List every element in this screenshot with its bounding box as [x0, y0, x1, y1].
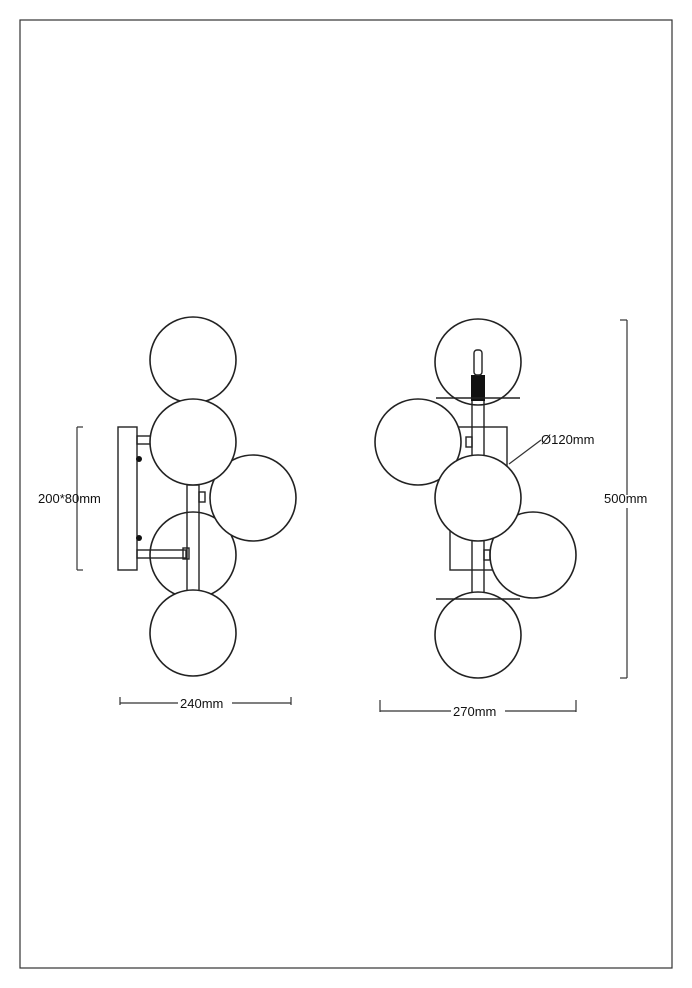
side-width-dimension [119, 697, 292, 705]
globe-center [434, 454, 522, 542]
front-height-dimension [620, 319, 628, 679]
side-joint [198, 491, 206, 503]
drawing-frame [19, 19, 673, 969]
joint [483, 549, 491, 561]
side-height-dimension [76, 426, 83, 571]
globe-bottom [434, 591, 522, 679]
globe-top [149, 316, 237, 404]
globe-bottom [149, 589, 237, 677]
lower-arm [136, 549, 187, 559]
joint [465, 436, 473, 448]
globe-upper [149, 398, 237, 486]
globe-diameter-label: Ø120mm [541, 432, 594, 447]
side-width-label: 240mm [180, 696, 223, 711]
globe-left [374, 398, 462, 486]
front-view [374, 318, 577, 679]
front-width-dimension [379, 700, 577, 712]
side-view [117, 316, 297, 677]
bulb-socket [471, 375, 485, 401]
backplate [117, 426, 138, 571]
height-label: 500mm [604, 491, 647, 506]
upper-arm [136, 435, 152, 445]
screw [136, 535, 142, 541]
screw [136, 456, 142, 462]
arm-joint [182, 547, 190, 560]
bulb [473, 349, 483, 376]
globe-side [209, 454, 297, 542]
backplate-dimension-label: 200*80mm [38, 491, 101, 506]
diameter-leader [508, 439, 542, 465]
globe-top [434, 318, 522, 406]
front-width-label: 270mm [453, 704, 496, 719]
